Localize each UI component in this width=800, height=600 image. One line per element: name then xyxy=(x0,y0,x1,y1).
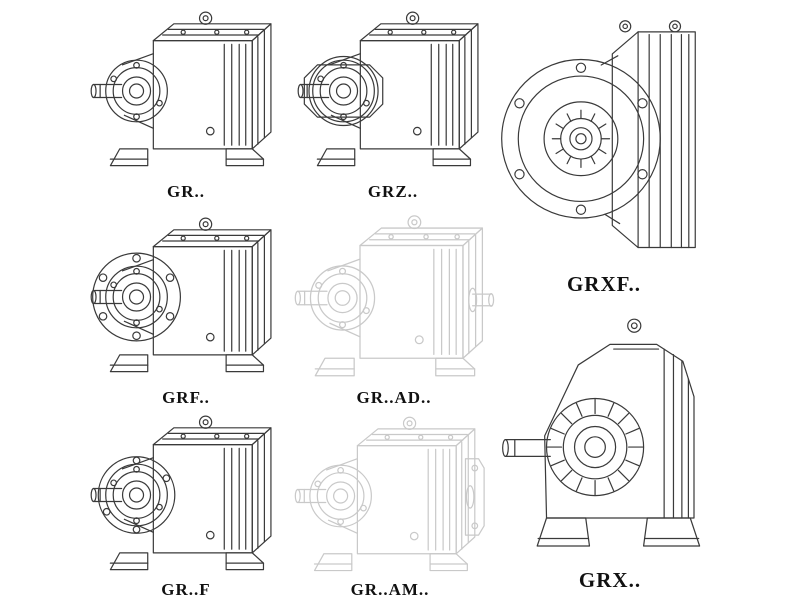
figure-grx: GRX.. xyxy=(498,302,722,594)
label-gram: GR..AM.. xyxy=(350,580,430,599)
figure-gr: GR.. xyxy=(88,2,284,204)
gram-gearbox-drawing xyxy=(292,414,485,578)
label-grz: GRZ.. xyxy=(367,182,419,201)
figure-grad: GR..AD.. xyxy=(292,210,496,410)
label-grf2: GR..F xyxy=(161,580,211,599)
grxf-gearbox-drawing xyxy=(498,2,710,270)
label-gr: GR.. xyxy=(167,182,205,201)
figure-grf2: GR..F xyxy=(88,412,284,600)
figure-grxf: GRXF.. xyxy=(498,2,710,298)
label-grx: GRX.. xyxy=(578,568,642,592)
figure-grf: GRF.. xyxy=(88,208,284,410)
label-grxf: GRXF.. xyxy=(566,272,642,296)
grf-gearbox-drawing xyxy=(88,208,284,386)
figure-grz: GRZ.. xyxy=(295,2,491,204)
label-grad: GR..AD.. xyxy=(356,388,432,407)
figure-gram: GR..AM.. xyxy=(292,414,488,600)
grad-gearbox-drawing xyxy=(292,210,495,386)
grz-gearbox-drawing xyxy=(295,2,491,180)
gr-gearbox-drawing xyxy=(88,2,284,180)
grf2-gearbox-drawing xyxy=(88,412,284,578)
label-grf: GRF.. xyxy=(162,388,210,407)
grx-gearbox-drawing xyxy=(498,302,722,566)
